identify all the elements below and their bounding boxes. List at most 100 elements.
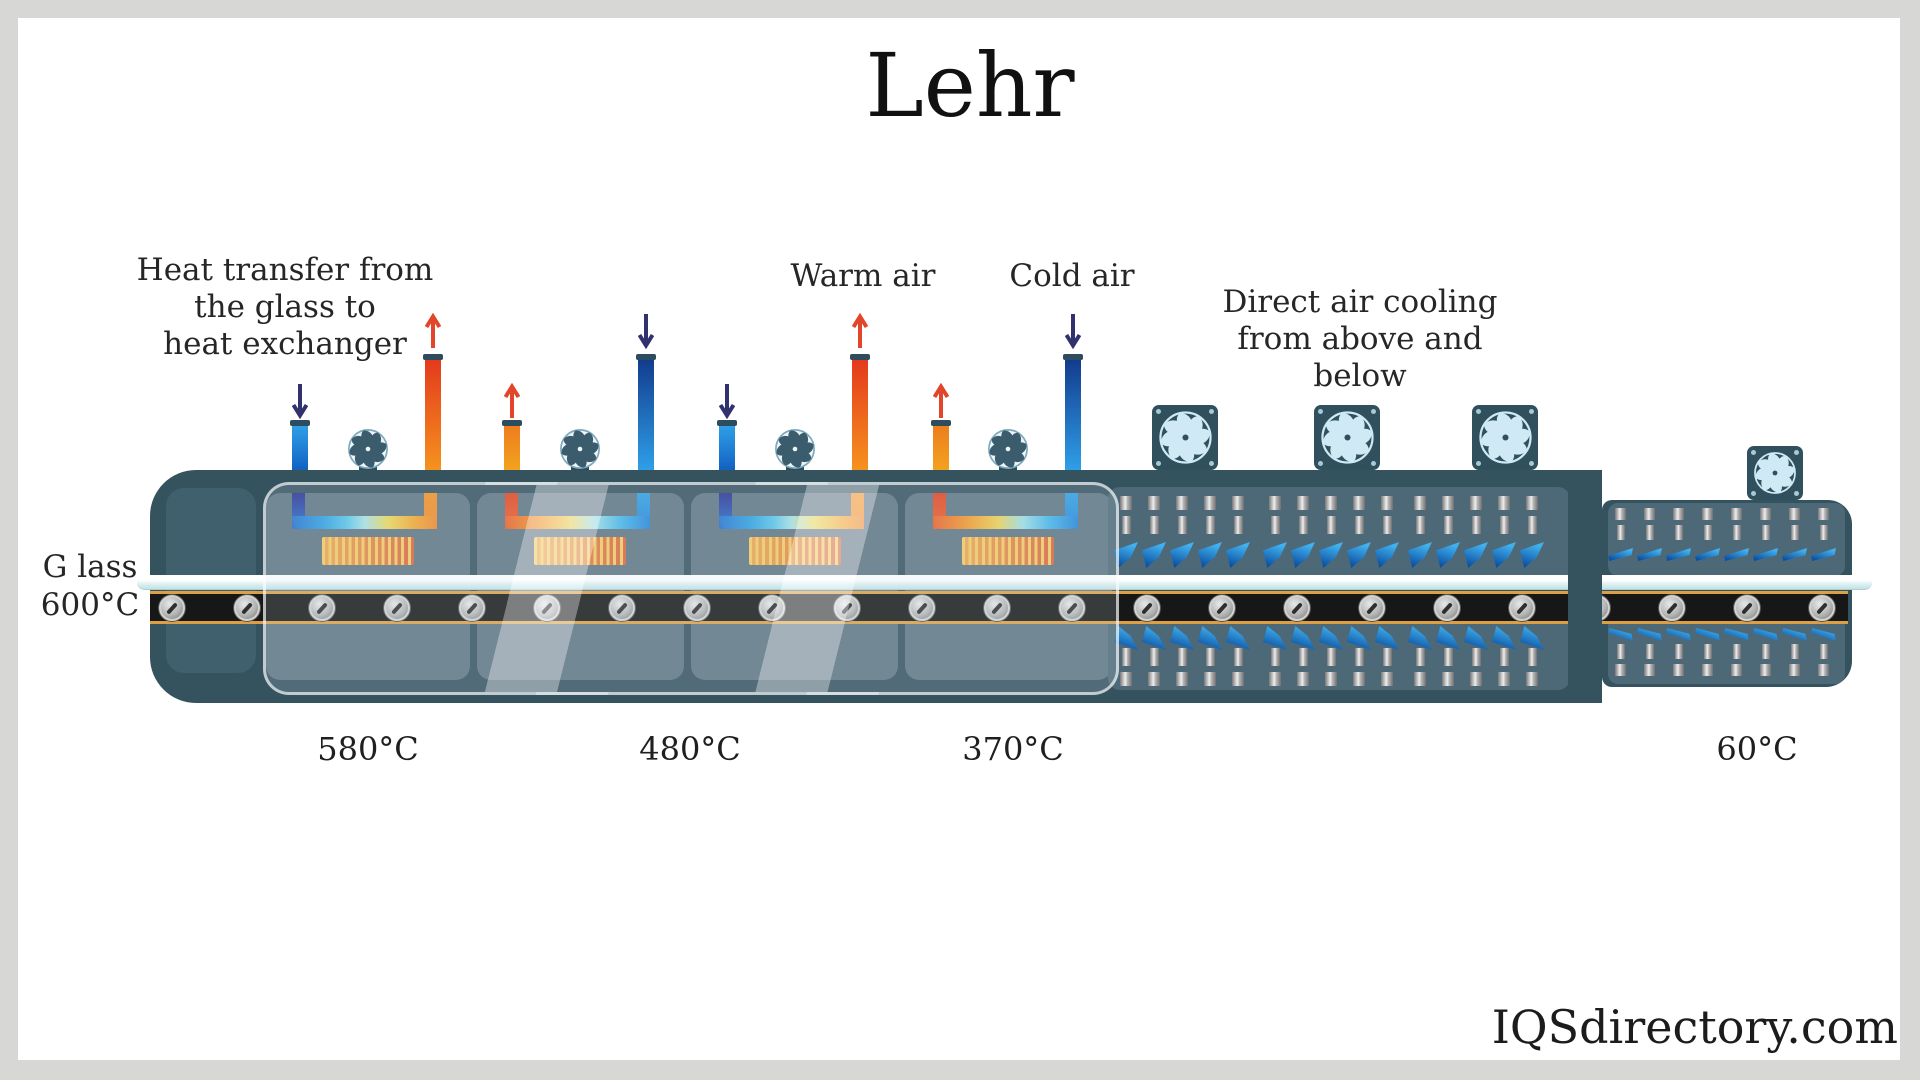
air-flow-arrow xyxy=(424,312,442,350)
nozzle-upper xyxy=(1204,671,1216,686)
air-nozzle xyxy=(1325,496,1337,534)
nozzle-tip xyxy=(1616,524,1625,540)
nozzle-tip xyxy=(1233,516,1243,534)
nozzle-tip xyxy=(1121,516,1131,534)
nozzle-upper xyxy=(1789,508,1800,521)
nozzle-tip xyxy=(1326,516,1336,534)
conveyor-roller xyxy=(1209,595,1235,621)
nozzle-upper xyxy=(1789,663,1800,676)
nozzle-tip xyxy=(1616,644,1625,660)
air-nozzle xyxy=(1232,648,1244,686)
air-nozzle xyxy=(1232,496,1244,534)
fan-icon xyxy=(988,429,1028,469)
nozzle-tip xyxy=(1732,524,1741,540)
air-flow-arrow xyxy=(1064,312,1082,350)
air-nozzle xyxy=(1176,496,1188,534)
air-flow-arrow xyxy=(718,382,736,420)
duct-pipe-cold xyxy=(719,426,735,470)
nozzle-upper xyxy=(1414,496,1426,511)
nozzle-tip xyxy=(1205,648,1215,666)
radiator-element xyxy=(962,537,1054,565)
air-nozzle xyxy=(1760,508,1771,540)
pipe-cap xyxy=(1063,354,1083,360)
duct-pipe-hot xyxy=(504,426,520,470)
radiator-element xyxy=(749,537,841,565)
temperature-label: 370°C xyxy=(962,730,1064,768)
conveyor-roller xyxy=(459,595,485,621)
nozzle-upper xyxy=(1615,508,1626,521)
conveyor-roller xyxy=(1509,595,1535,621)
duct-pipe-cold xyxy=(292,426,308,470)
air-nozzle xyxy=(1702,508,1713,540)
fan-wrap xyxy=(1158,410,1213,469)
nozzle-upper xyxy=(1381,671,1393,686)
section-connector xyxy=(1568,470,1602,703)
duct-pipe-cold xyxy=(638,360,654,470)
air-nozzle xyxy=(1176,648,1188,686)
air-nozzle xyxy=(1120,648,1132,686)
label-line: Direct air cooling xyxy=(1222,284,1498,320)
air-nozzle xyxy=(1297,648,1309,686)
screw-dot xyxy=(1318,461,1323,466)
nozzle-tip xyxy=(1443,648,1453,666)
label-line: 600°C xyxy=(40,587,140,623)
conveyor-roller xyxy=(684,595,710,621)
nozzle-upper xyxy=(1818,508,1829,521)
nozzle-tip xyxy=(1415,516,1425,534)
nozzle-tip xyxy=(1527,516,1537,534)
glass-sheet xyxy=(137,575,1872,590)
roller-slot xyxy=(1216,602,1228,615)
down-arrow-icon xyxy=(1064,314,1082,350)
nozzle-tip xyxy=(1790,524,1799,540)
conveyor-roller xyxy=(834,595,860,621)
air-nozzle xyxy=(1120,496,1132,534)
temperature-label: 480°C xyxy=(639,730,741,768)
screw-dot xyxy=(1318,409,1323,414)
screw-dot xyxy=(1529,409,1534,414)
fan-icon xyxy=(1754,452,1796,494)
down-arrow-icon xyxy=(718,384,736,420)
nozzle-tip xyxy=(1703,524,1712,540)
duct-pipe-hot xyxy=(425,360,441,470)
conveyor-roller xyxy=(1284,595,1310,621)
exhaust-fan xyxy=(987,428,1029,470)
nozzle-upper xyxy=(1148,671,1160,686)
screw-dot xyxy=(1751,491,1756,496)
air-nozzle xyxy=(1148,496,1160,534)
label-cold-air: Cold air xyxy=(1009,258,1135,294)
fan-wrap xyxy=(1478,410,1533,469)
screw-dot xyxy=(1529,461,1534,466)
air-flow-arrow xyxy=(291,382,309,420)
conveyor-roller xyxy=(1434,595,1460,621)
up-arrow-icon xyxy=(424,312,442,348)
label-line: G lass xyxy=(42,549,138,585)
pipe-cap xyxy=(290,420,310,426)
nozzle-upper xyxy=(1120,496,1132,511)
air-nozzle xyxy=(1414,496,1426,534)
fan-icon xyxy=(1320,411,1374,464)
nozzle-upper xyxy=(1204,496,1216,511)
nozzle-upper xyxy=(1526,671,1538,686)
nozzle-tip xyxy=(1443,516,1453,534)
conveyor-roller xyxy=(984,595,1010,621)
air-nozzle xyxy=(1381,648,1393,686)
screw-dot xyxy=(1476,409,1481,414)
air-flow-arrow xyxy=(637,312,655,350)
framed-cooling-fan xyxy=(1152,405,1218,470)
roller-slot xyxy=(1441,602,1453,615)
nozzle-upper xyxy=(1702,508,1713,521)
framed-cooling-fan xyxy=(1472,405,1538,470)
nozzle-upper xyxy=(1442,496,1454,511)
roller-slot xyxy=(1291,602,1303,615)
nozzle-upper xyxy=(1731,508,1742,521)
nozzle-tip xyxy=(1819,644,1828,660)
air-nozzle xyxy=(1269,496,1281,534)
label-line: below xyxy=(1313,358,1407,394)
pipe-cap xyxy=(931,420,951,426)
air-nozzle xyxy=(1353,496,1365,534)
pipe-cap xyxy=(502,420,522,426)
screw-dot xyxy=(1209,409,1214,414)
nozzle-upper xyxy=(1644,663,1655,676)
nozzle-upper xyxy=(1673,508,1684,521)
